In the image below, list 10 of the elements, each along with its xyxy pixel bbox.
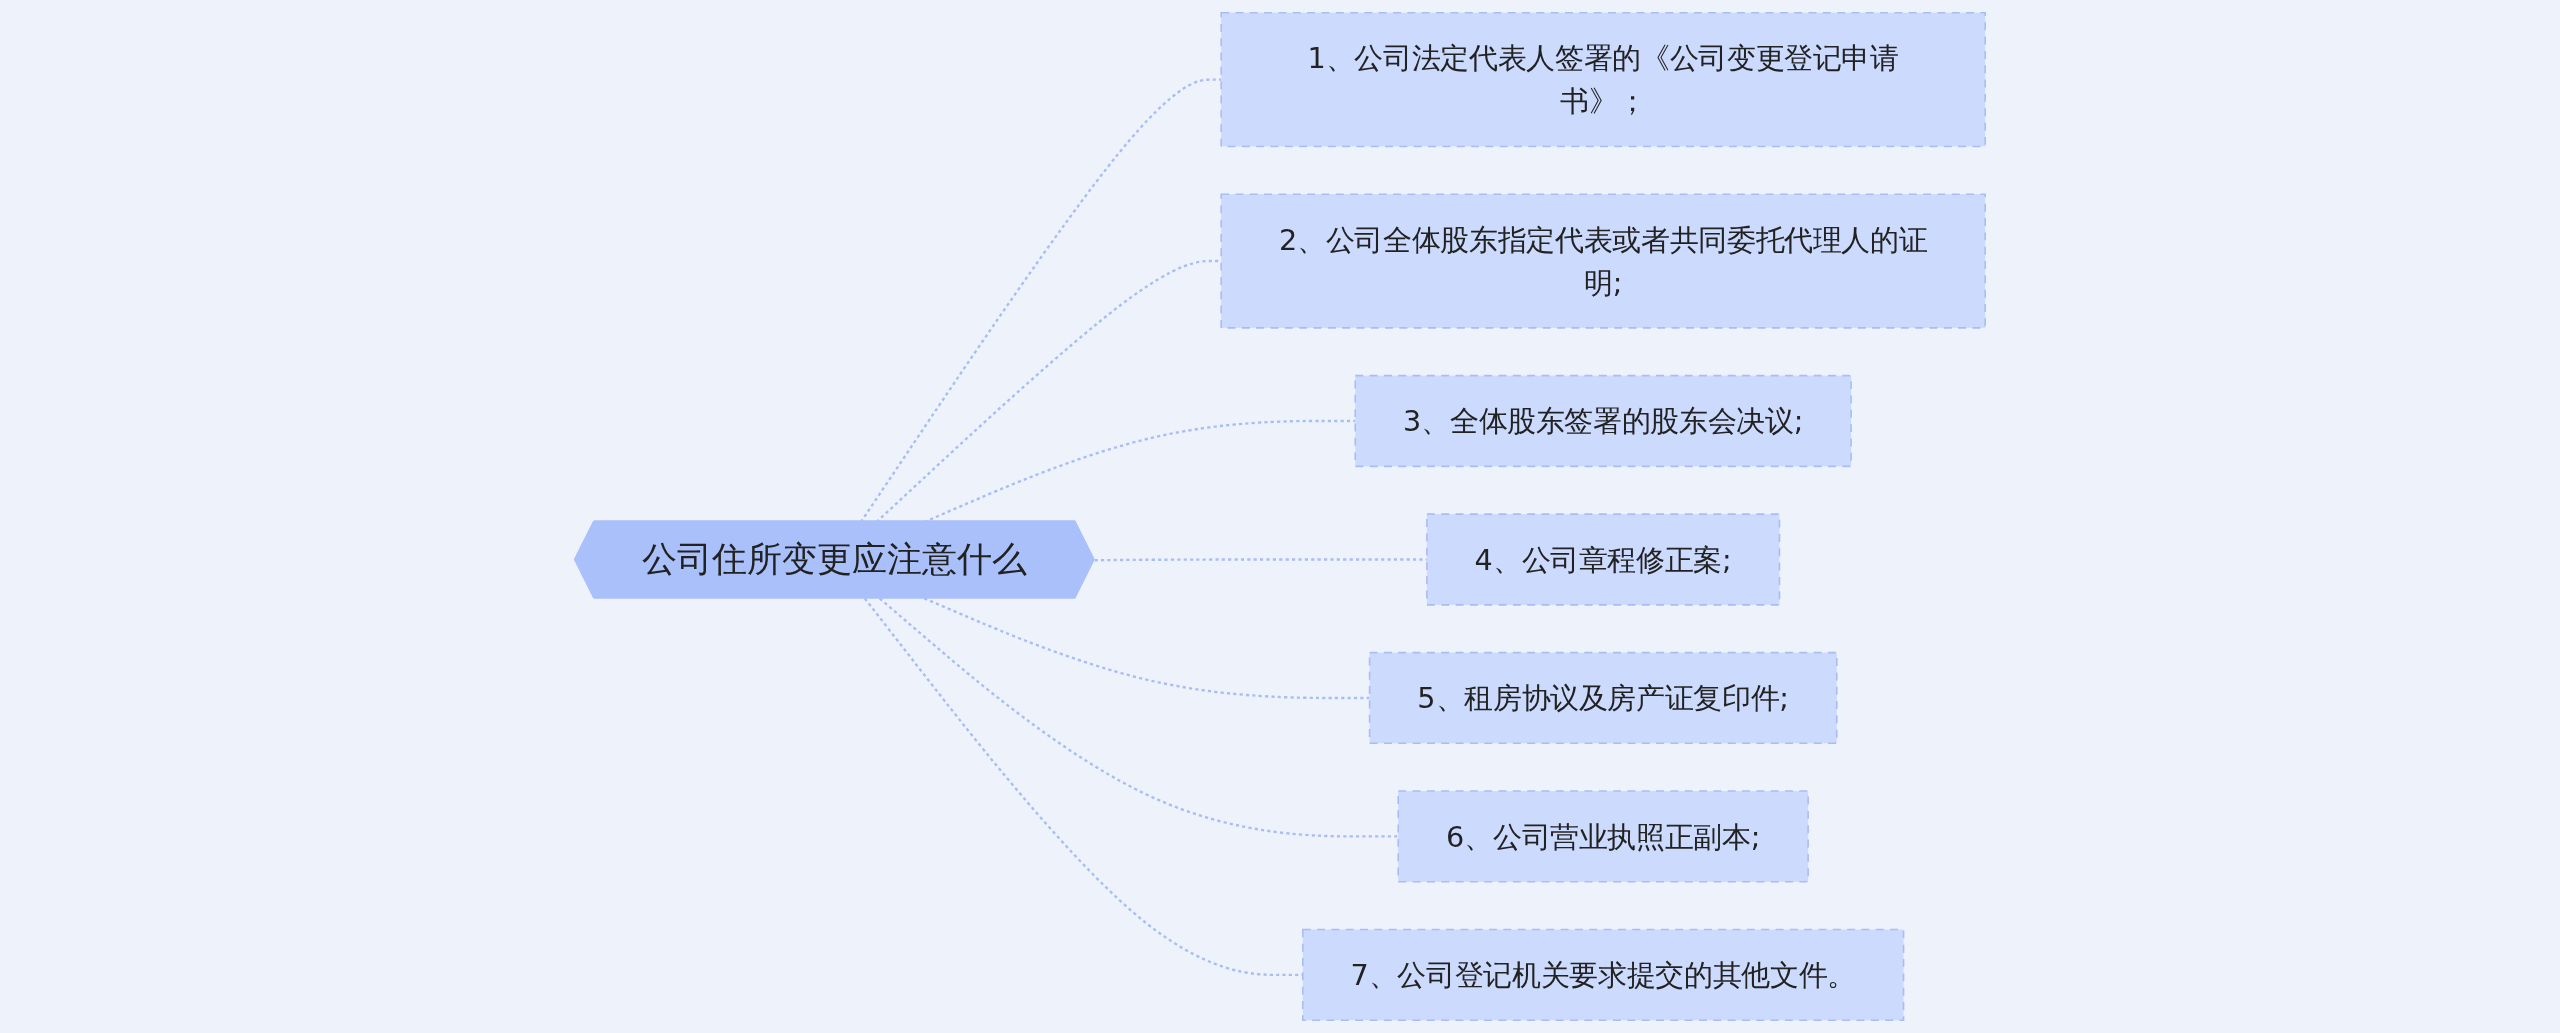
connector [859, 78, 1222, 523]
node-box: 2、公司全体股东指定代表或者共同委托代理人的证明; [1220, 193, 1986, 329]
node-box: 7、公司登记机关要求提交的其他文件。 [1302, 928, 1905, 1022]
node-box: 3、全体股东签署的股东会决议; [1354, 374, 1852, 468]
connector [878, 597, 1399, 838]
node-box: 1、公司法定代表人签署的《公司变更登记申请书》； [1220, 11, 1986, 148]
node-box: 5、租房协议及房产证复印件; [1368, 651, 1838, 745]
node-box: 4、公司章程修正案; [1426, 513, 1781, 606]
node-box: 6、公司营业执照正副本; [1397, 790, 1809, 883]
connector [923, 597, 1370, 700]
